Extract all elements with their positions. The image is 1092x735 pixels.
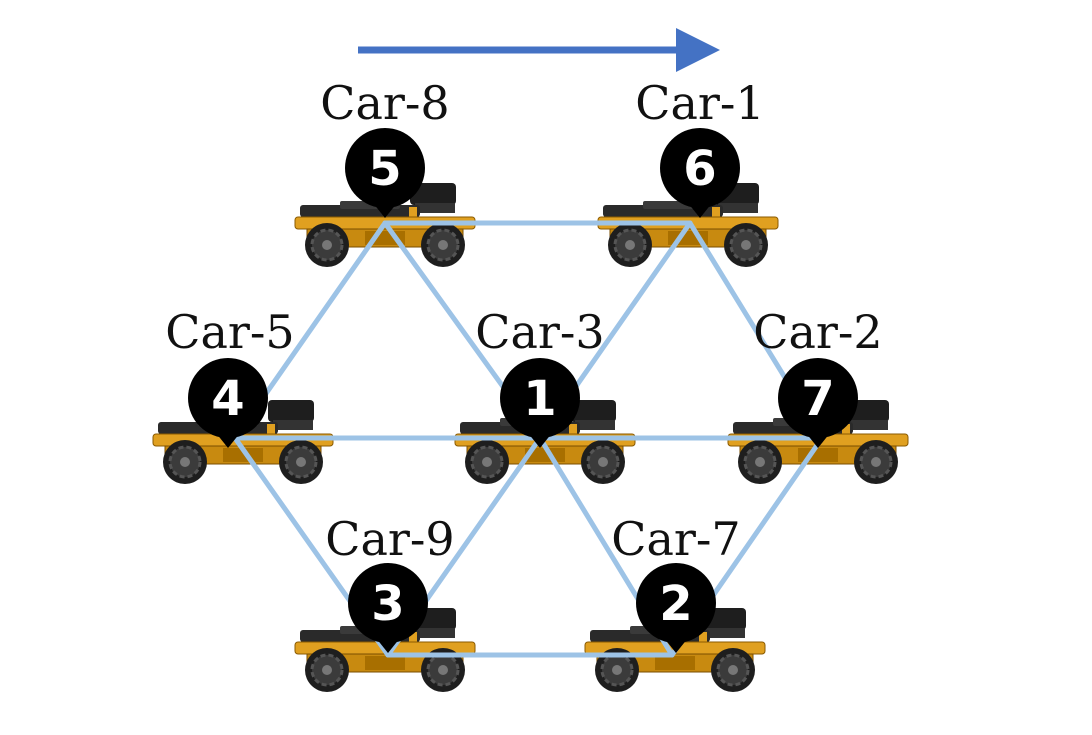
node-number: 2	[659, 576, 692, 632]
car-label: Car-9	[325, 512, 454, 566]
right-arrow-icon	[358, 28, 720, 72]
car-label: Car-2	[753, 305, 882, 359]
node-number-badge: 6	[660, 128, 740, 218]
node-number-badge: 7	[778, 358, 858, 448]
car-label: Car-8	[320, 76, 449, 130]
car-label: Car-3	[475, 305, 604, 359]
node-number-badge: 3	[348, 563, 428, 653]
car-label: Car-7	[611, 512, 740, 566]
car-label: Car-5	[165, 305, 294, 359]
node-number: 5	[368, 141, 401, 197]
car-label: Car-1	[635, 76, 764, 130]
node-number: 4	[211, 371, 244, 427]
node-number: 7	[801, 371, 834, 427]
node-number-badge: 5	[345, 128, 425, 218]
node-number-badge: 2	[636, 563, 716, 653]
node-number-badge: 4	[188, 358, 268, 448]
node-number: 1	[523, 371, 556, 427]
node-number: 6	[683, 141, 716, 197]
node-number-badge: 1	[500, 358, 580, 448]
node-number: 3	[371, 576, 404, 632]
